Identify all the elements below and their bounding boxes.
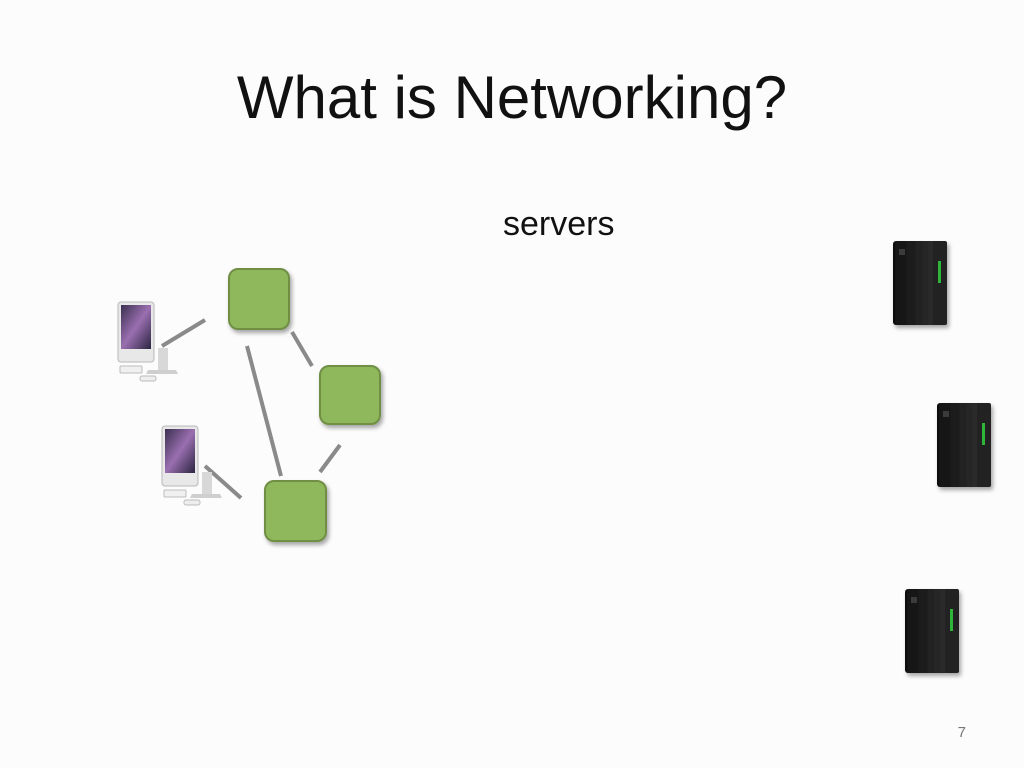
link-computer1-router1 bbox=[160, 318, 207, 348]
server-tower-icon bbox=[905, 589, 959, 673]
page-number: 7 bbox=[957, 724, 966, 741]
server-tower-icon bbox=[893, 241, 947, 325]
link-computer2-router3 bbox=[203, 464, 243, 500]
router-node-icon bbox=[264, 480, 327, 542]
router-node-icon bbox=[228, 268, 290, 330]
link-router1-router2 bbox=[290, 330, 314, 368]
slide-title: What is Networking? bbox=[236, 64, 788, 131]
link-router2-router3 bbox=[318, 443, 342, 474]
server-tower-icon bbox=[937, 403, 991, 487]
imac-computer-icon bbox=[161, 425, 223, 506]
servers-label: servers bbox=[503, 205, 615, 243]
link-router1-router3 bbox=[245, 345, 283, 477]
router-node-icon bbox=[319, 365, 381, 425]
